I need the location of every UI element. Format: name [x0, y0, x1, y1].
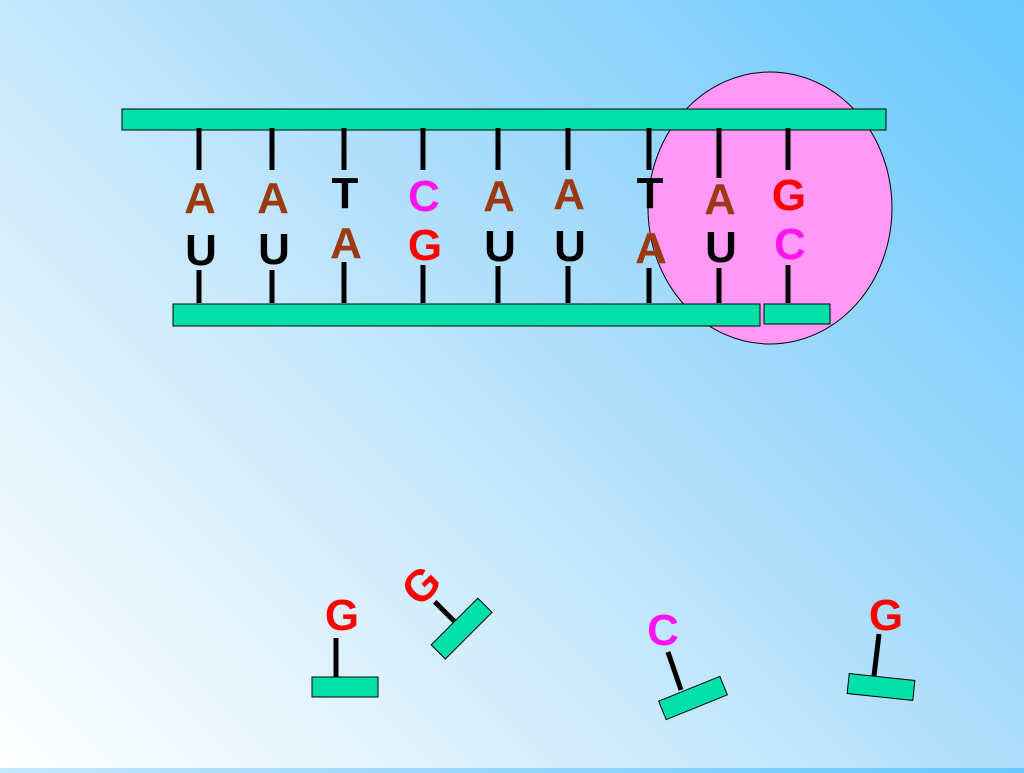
free-nucleotide: C [647, 606, 728, 721]
bond-line [871, 633, 882, 677]
paired-base-letter: G [408, 221, 442, 270]
nucleotide-base-bar [430, 597, 493, 660]
paired-base-letter: U [705, 223, 737, 272]
paired-base-letter: U [185, 226, 217, 275]
paired-base-letter: C [774, 220, 806, 269]
template-base-letter: A [553, 170, 585, 219]
template-base-letter: G [772, 171, 806, 220]
paired-base-letter: A [635, 224, 667, 273]
bond-line [665, 651, 684, 691]
template-base-letter: C [408, 172, 440, 221]
template-base-letter: T [637, 169, 664, 218]
enzyme-circle [647, 71, 893, 345]
free-nucleotide: G [846, 591, 916, 701]
template-base-letter: A [257, 174, 289, 223]
template-base-letter: A [704, 175, 736, 224]
template-base-letter: T [332, 169, 359, 218]
template-base-letter: A [184, 174, 216, 223]
nucleotide-base-bar [846, 673, 916, 701]
free-nucleotide-letter: G [325, 591, 359, 640]
nucleotide-base-bar [658, 675, 728, 721]
free-nucleotide: G [392, 556, 493, 660]
paired-base-letter: A [330, 219, 362, 268]
free-nucleotide: G [311, 591, 379, 698]
bond-line [432, 599, 457, 624]
free-nucleotide-letter: C [647, 606, 679, 655]
paired-base-letter: U [484, 222, 516, 271]
paired-base-letter: U [258, 225, 290, 274]
new-rna-segment [763, 303, 831, 325]
paired-base-letter: U [554, 222, 586, 271]
rna-strand [172, 303, 761, 327]
dna-template-strand [121, 108, 887, 131]
template-base-letter: A [483, 172, 515, 221]
nucleotide-base-bar [311, 676, 379, 698]
free-nucleotide-letter: G [869, 591, 903, 640]
